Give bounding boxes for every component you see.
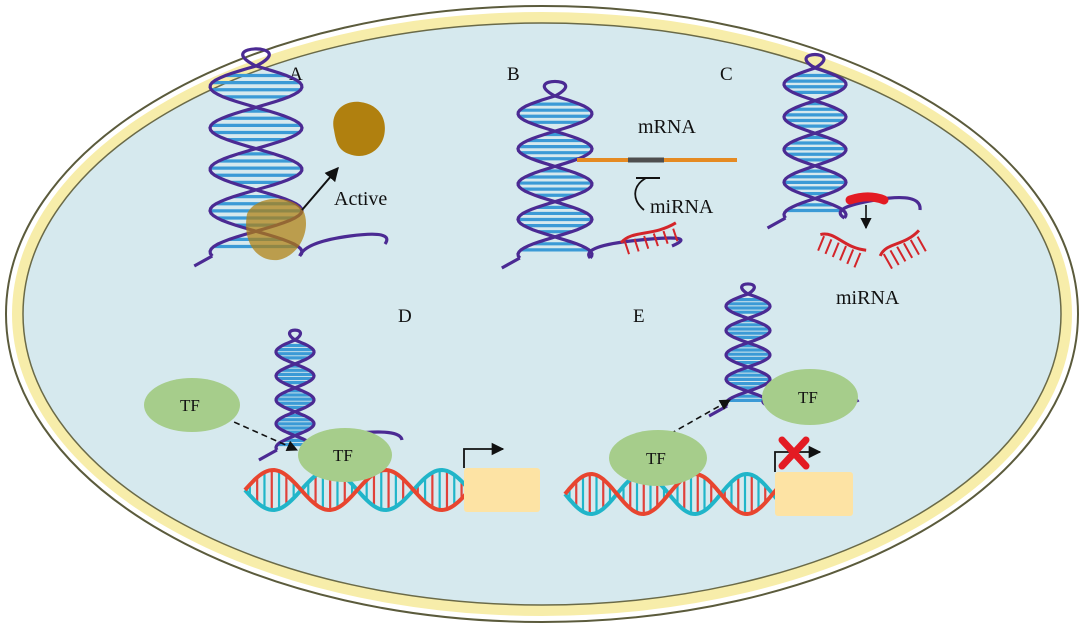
helix-loop [740, 282, 756, 296]
mirna-tooth [896, 246, 907, 262]
helix-tail-left [258, 448, 278, 462]
helix-tail-left [501, 256, 521, 270]
tf-recruit-arrow-d [224, 417, 299, 452]
red-x-icon [778, 436, 810, 470]
mirna-tooth [824, 239, 833, 255]
helix-strand [782, 66, 848, 219]
mirna-bound-b [619, 221, 679, 255]
active-label: Active [334, 188, 387, 210]
mirna-tooth [633, 238, 640, 252]
mirna-tooth [846, 249, 855, 265]
panel-letter-b: B [507, 64, 520, 85]
cell-outer-edge [5, 5, 1079, 623]
tf-free-label: TF [180, 396, 200, 415]
mirna-tooth [662, 230, 669, 244]
helix-strand [724, 292, 772, 407]
helix-tail-right [587, 236, 683, 260]
activation-arrow [301, 166, 339, 211]
mirna-tooth [831, 242, 840, 258]
helix-loop [804, 52, 826, 70]
transcription-start-arrow-d [463, 442, 505, 468]
helix-strand [782, 66, 848, 219]
helix-loop [542, 79, 568, 98]
mirna-backbone [820, 232, 867, 252]
inhibition-icon [634, 177, 660, 211]
helix-strand [516, 94, 594, 259]
helix-strand [516, 94, 594, 259]
mirna-tooth [916, 236, 927, 252]
gene-box-d [464, 468, 540, 512]
mirna-backbone [878, 229, 921, 257]
helix-strand [274, 338, 316, 451]
helix-loop [241, 47, 271, 68]
mirna-tooth [652, 233, 659, 247]
tf-free-d: TF [144, 378, 240, 432]
helix-strand [724, 292, 772, 407]
helix-tail-left [766, 216, 787, 230]
transcription-start-arrow-e [774, 445, 822, 472]
helix-strand [208, 64, 304, 257]
mirna-label-c: miRNA [836, 287, 900, 309]
panel-letter-c: C [720, 64, 733, 85]
mirna-released-1 [817, 232, 867, 268]
mirna-shape [817, 232, 867, 268]
panel-d: TF TF [144, 328, 540, 513]
mirna-tooth [623, 241, 630, 255]
tf-bound-d: TF [298, 428, 392, 482]
panel-a: Active [193, 47, 389, 268]
tf-upper-e: TF [762, 369, 858, 425]
tf-lower-e: TF [609, 430, 707, 486]
mirna-tooth [903, 242, 914, 259]
lncrna-helix-d [258, 328, 404, 462]
mirna-backbone [619, 221, 677, 244]
gene-box-e [775, 472, 853, 516]
tf-bound-label: TF [333, 446, 353, 465]
tf-sequester-arrow-e [669, 399, 731, 435]
mirna-tooth [672, 228, 679, 242]
mirna-tooth [643, 235, 650, 249]
mrna-label: mRNA [638, 116, 696, 138]
mirna-tooth [882, 253, 893, 270]
panel-letter-e: E [633, 306, 645, 327]
tf-upper-label: TF [798, 388, 818, 407]
lncrna-helix-e [708, 282, 860, 418]
lncrna-helix-b [501, 79, 683, 270]
lncrna-helix-c [766, 52, 922, 230]
tf-lower-label: TF [646, 449, 666, 468]
panel-b: mRNA miRNA [501, 79, 737, 270]
panel-letter-d: D [398, 306, 412, 327]
mirna-tooth [889, 249, 900, 266]
mirna-tooth [853, 252, 862, 268]
mirna-tooth [909, 239, 920, 256]
mirna-released-2 [878, 229, 927, 270]
mirna-tooth [817, 235, 825, 252]
protein-active [333, 101, 385, 156]
mirna-shape [878, 229, 927, 270]
protein-bound [246, 198, 307, 261]
mirna-precursor-region [845, 192, 889, 205]
helix-tail-left [193, 254, 214, 268]
panel-e: TF TF [563, 282, 860, 517]
panel-c: miRNA [766, 52, 927, 309]
mirna-label-b: miRNA [650, 196, 714, 218]
helix-tail-right [298, 232, 389, 257]
helix-strand [274, 338, 316, 451]
mirna-shape [619, 221, 679, 255]
mirna-tooth [839, 245, 847, 261]
helix-loop [287, 328, 303, 342]
